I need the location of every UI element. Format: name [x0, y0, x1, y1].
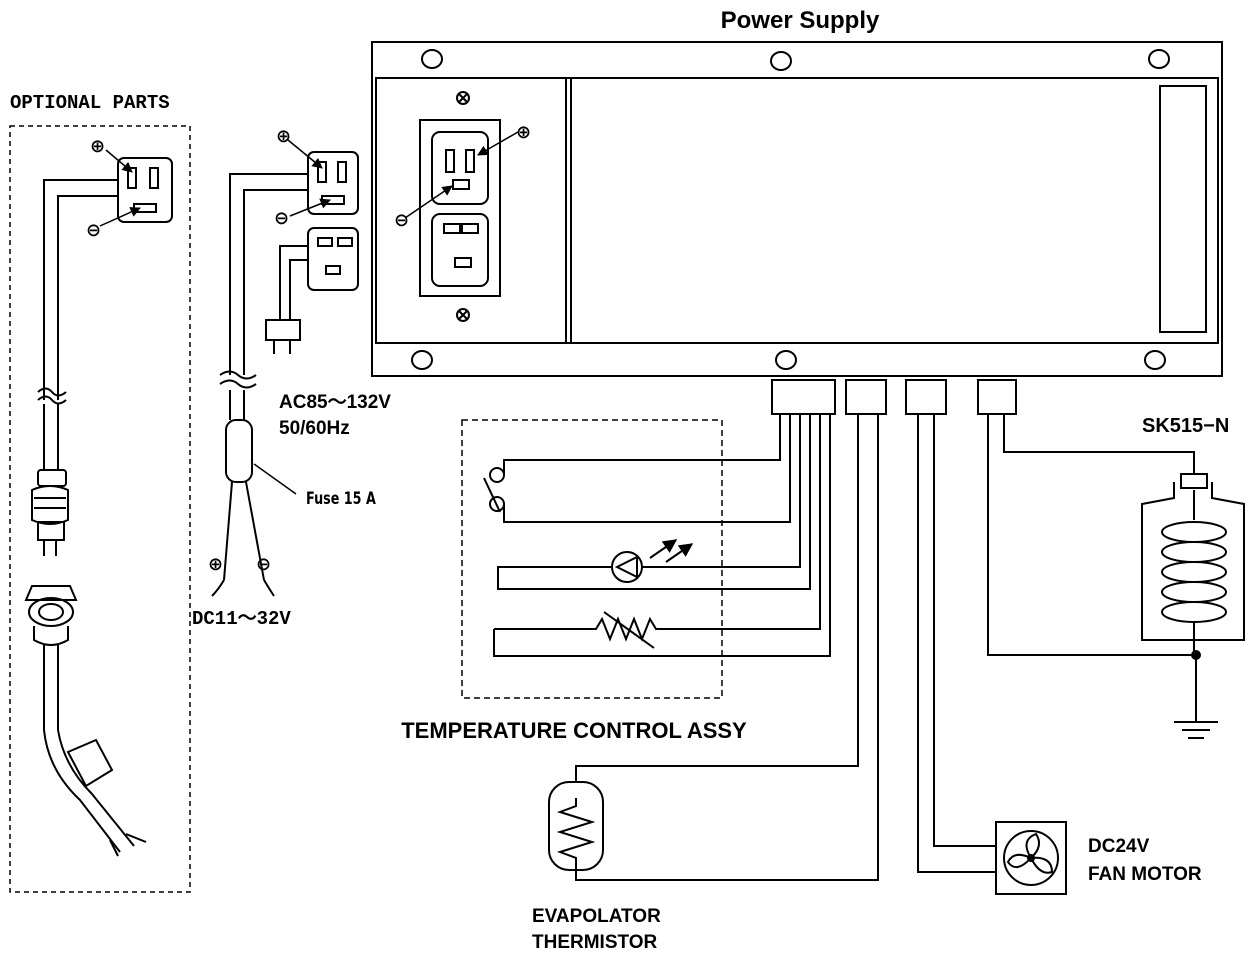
solenoid-model-label: SK515−N: [1142, 415, 1229, 437]
plus-symbol: ⊕: [90, 136, 105, 156]
screw-icon: [1148, 49, 1170, 69]
screw-icon: [1144, 350, 1166, 370]
minus-symbol: ⊖: [256, 554, 271, 574]
lamp-icon: [497, 414, 811, 590]
ground-icon: [1174, 721, 1218, 739]
fan-label-line2: FAN MOTOR: [1088, 864, 1202, 885]
plus-symbol: ⊕: [276, 126, 291, 146]
outlet-icon: [419, 91, 501, 322]
input-cord: [211, 151, 359, 597]
temp-control-box: [461, 419, 723, 699]
minus-symbol: ⊖: [274, 208, 289, 228]
temp-control-label: TEMPERATURE CONTROL ASSY: [401, 718, 747, 743]
plus-symbol: ⊕: [516, 122, 531, 142]
solenoid-coil-icon: [1161, 490, 1227, 655]
screw-icon: [411, 350, 433, 370]
relay-switch-icon: [483, 414, 791, 523]
screw-icon: [770, 51, 792, 71]
optional-parts-title: OPTIONAL PARTS: [10, 92, 170, 114]
fan-icon: [1003, 830, 1059, 886]
temp-control-wiring: [483, 414, 831, 657]
minus-symbol: ⊖: [394, 210, 409, 230]
ac-voltage-label: AC85～132V: [279, 392, 391, 413]
dc-voltage-label: DC11～32V: [192, 608, 291, 630]
evaporator-thermistor: [548, 414, 879, 881]
thermistor-icon: [493, 414, 831, 657]
screw-icon: [775, 350, 797, 370]
evaporator-label-line1: EVAPOLATOR: [532, 906, 661, 927]
power-supply-box: [371, 41, 1223, 377]
optional-cord: [24, 157, 173, 857]
power-supply-title: Power Supply: [721, 7, 880, 34]
fan-label-line1: DC24V: [1088, 836, 1150, 857]
optional-parts-box: [9, 125, 191, 893]
fuse-label: Fuse 15 A: [306, 488, 376, 508]
evaporator-label-line2: THERMISTOR: [532, 932, 658, 953]
minus-symbol: ⊖: [86, 220, 101, 240]
connector-blocks: [771, 379, 1017, 415]
fan-motor: [917, 414, 1067, 895]
screw-icon: [421, 49, 443, 69]
solenoid-valve: [987, 414, 1245, 739]
plus-symbol: ⊕: [208, 554, 223, 574]
ac-frequency-label: 50/60Hz: [279, 418, 350, 439]
